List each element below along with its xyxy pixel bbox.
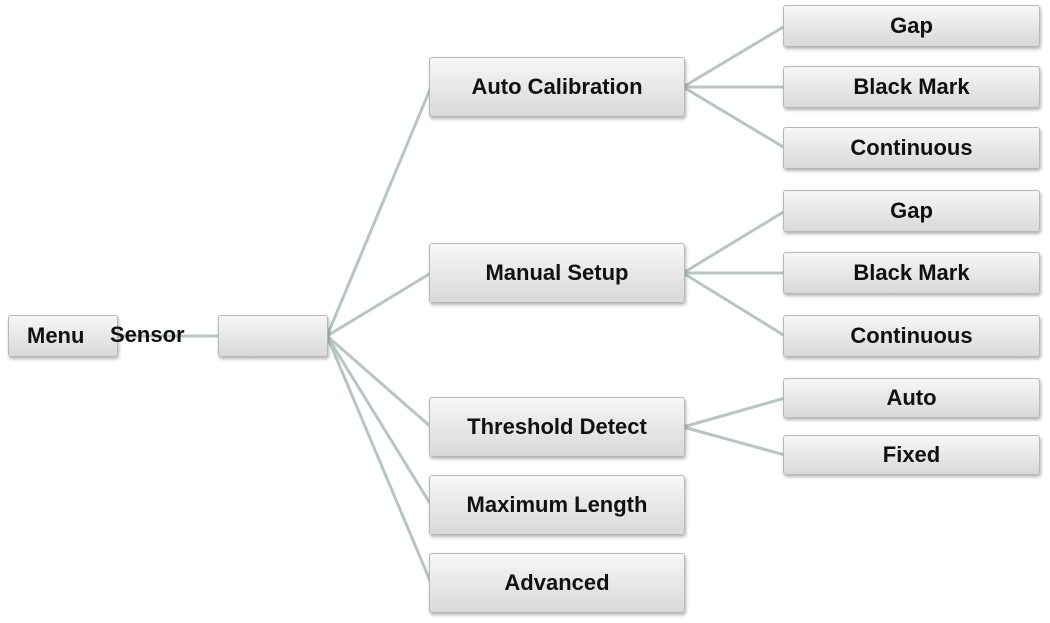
- connector-sensor-manual-setup: [325, 271, 433, 338]
- connector-sensor-threshold-detect: [325, 334, 433, 429]
- threshold-detect-node[interactable]: Threshold Detect: [429, 397, 685, 457]
- auto-calibration-node[interactable]: Auto Calibration: [429, 57, 685, 117]
- manual-setup-continuous-label: Continuous: [850, 323, 973, 348]
- advanced-node[interactable]: Advanced: [429, 553, 685, 613]
- advanced-label: Advanced: [504, 570, 610, 595]
- threshold-detect-auto-label: Auto: [886, 385, 937, 410]
- auto-calibration-black-mark-node[interactable]: Black Mark: [783, 66, 1040, 108]
- maximum-length-label: Maximum Length: [466, 492, 648, 517]
- manual-setup-node[interactable]: Manual Setup: [429, 243, 685, 303]
- manual-setup-black-mark-label: Black Mark: [853, 260, 970, 285]
- manual-setup-black-mark-node[interactable]: Black Mark: [783, 252, 1040, 294]
- connector-auto-calibration-continuous: [681, 85, 787, 150]
- connector-threshold-detect-fixed: [681, 425, 787, 457]
- manual-setup-label: Manual Setup: [485, 260, 629, 285]
- connector-sensor-auto-calibration: [325, 85, 433, 338]
- auto-calibration-gap-node[interactable]: Gap: [783, 5, 1040, 47]
- manual-setup-continuous-node[interactable]: Continuous: [783, 315, 1040, 357]
- menu-node-label: Menu: [27, 323, 85, 348]
- auto-calibration-label: Auto Calibration: [471, 74, 643, 99]
- manual-setup-gap-node[interactable]: Gap: [783, 190, 1040, 232]
- threshold-detect-label: Threshold Detect: [467, 414, 647, 439]
- connector-threshold-detect-auto: [681, 396, 787, 429]
- threshold-detect-fixed-node[interactable]: Fixed: [783, 435, 1040, 475]
- threshold-detect-auto-node[interactable]: Auto: [783, 378, 1040, 418]
- auto-calibration-black-mark-label: Black Mark: [853, 74, 970, 99]
- auto-calibration-gap-label: Gap: [890, 13, 933, 38]
- threshold-detect-fixed-label: Fixed: [882, 442, 941, 467]
- sensor-node[interactable]: [218, 315, 328, 357]
- connector-manual-setup-continuous: [681, 271, 787, 338]
- maximum-length-node[interactable]: Maximum Length: [429, 475, 685, 535]
- connector-sensor-maximum-length: [325, 334, 433, 507]
- sensor-label: Sensor: [110, 322, 185, 347]
- connector-manual-setup-gap: [681, 209, 787, 275]
- manual-setup-gap-label: Gap: [890, 198, 933, 223]
- auto-calibration-continuous-label: Continuous: [850, 135, 973, 160]
- connector-sensor-advanced: [325, 334, 433, 585]
- connector-auto-calibration-gap: [681, 24, 787, 89]
- auto-calibration-continuous-node[interactable]: Continuous: [783, 127, 1040, 169]
- menu-node[interactable]: Menu: [8, 315, 118, 357]
